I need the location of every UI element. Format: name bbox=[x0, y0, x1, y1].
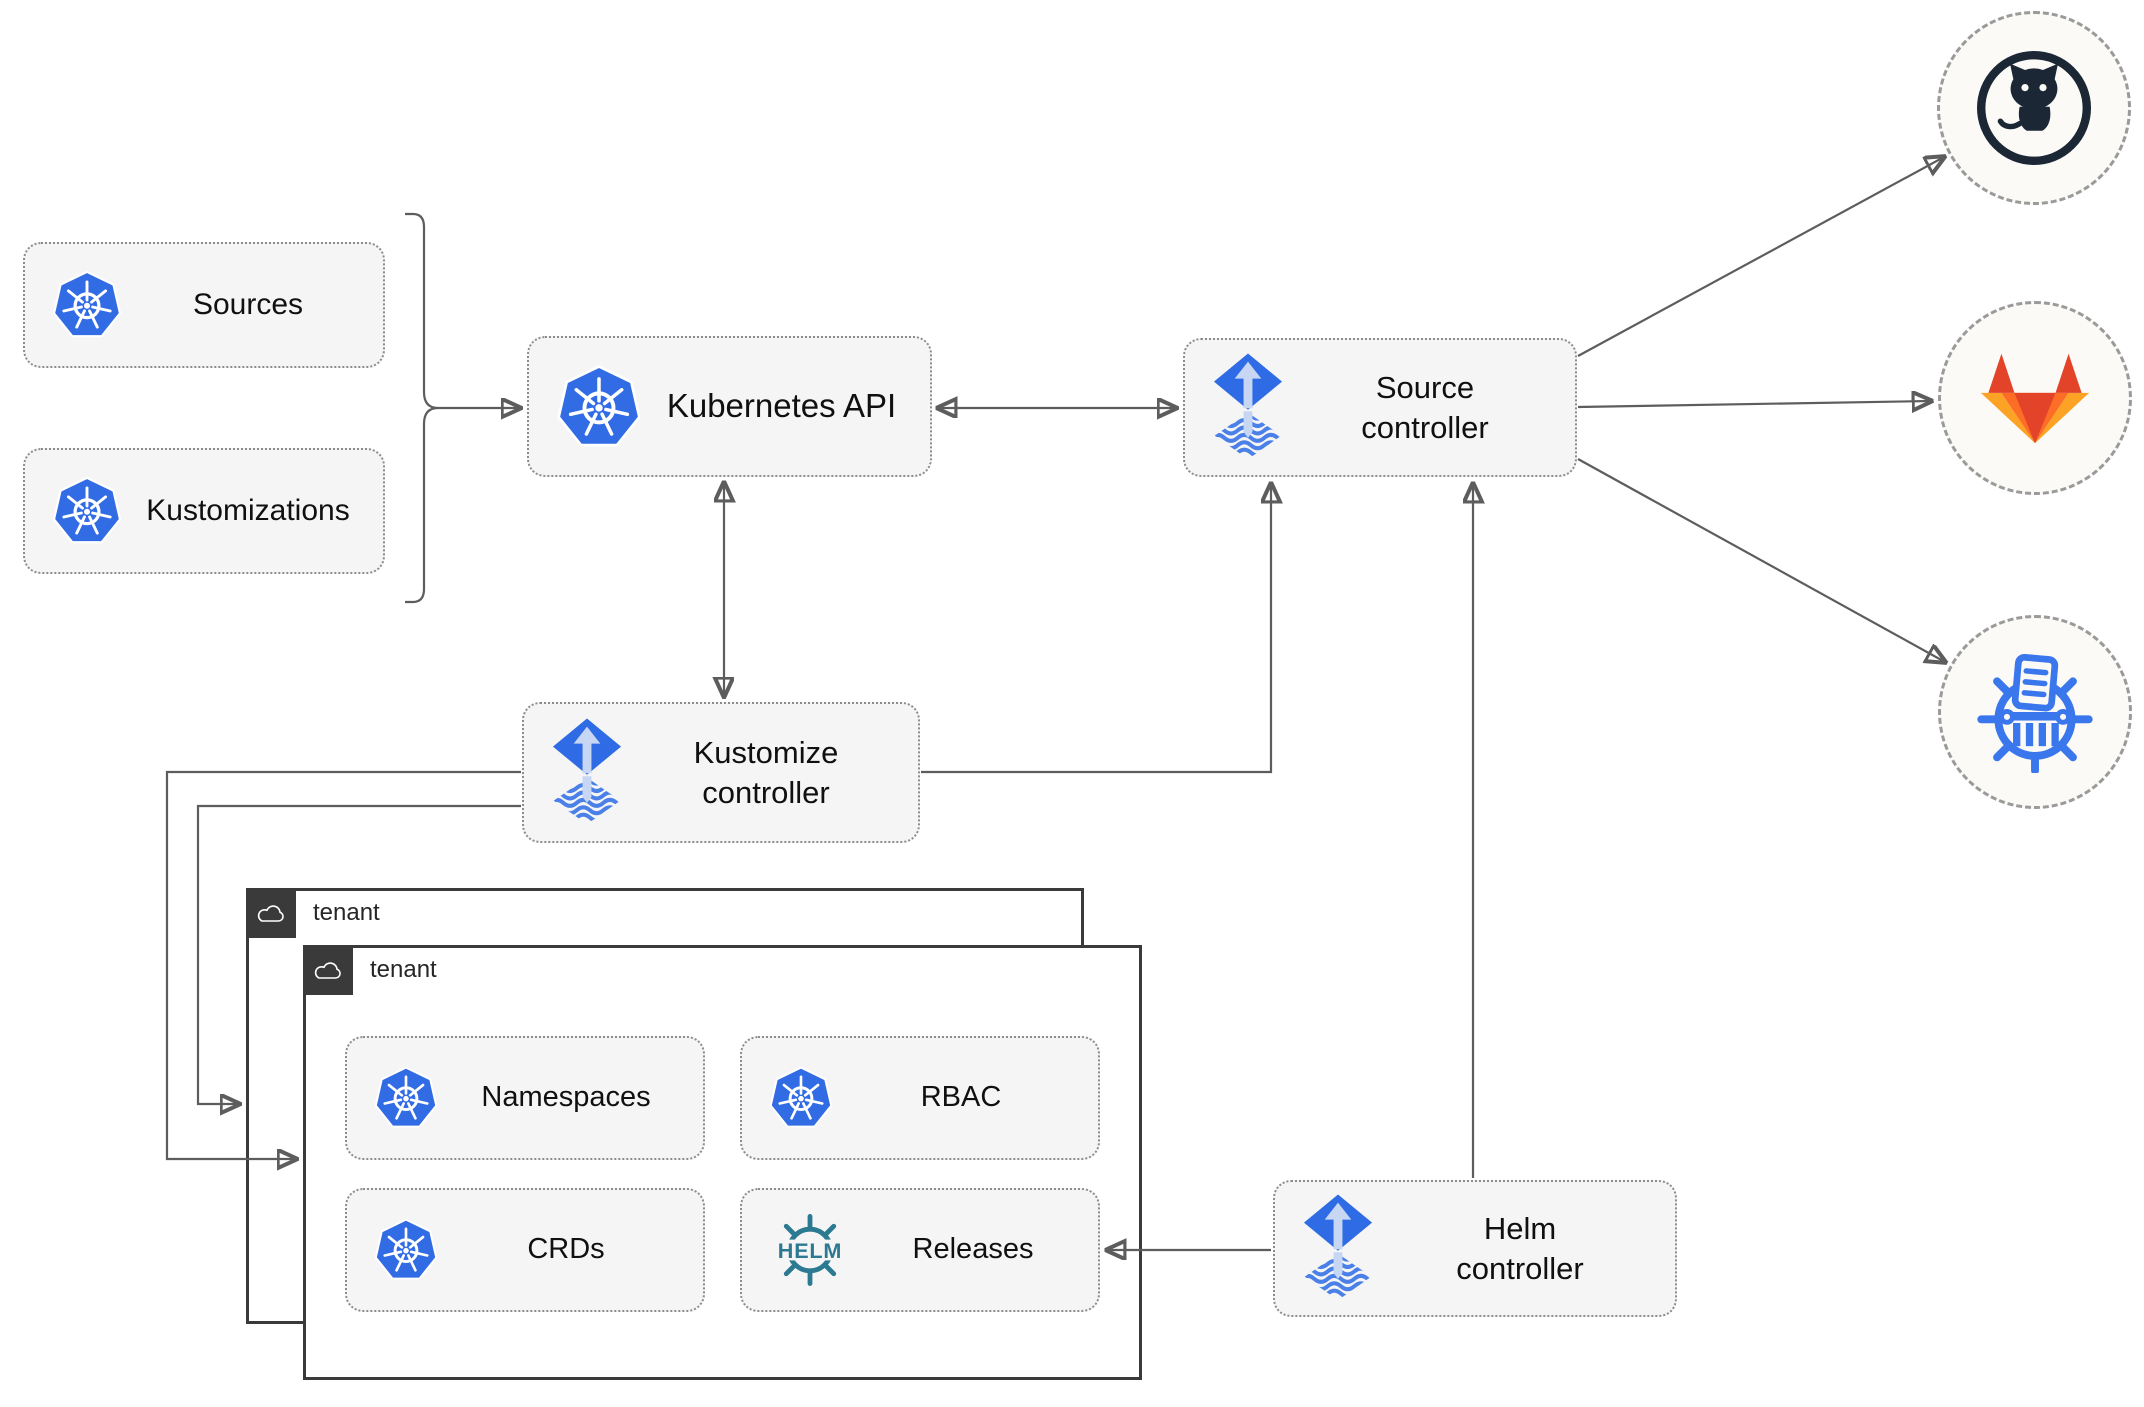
node-label: Source controller bbox=[1285, 368, 1575, 447]
helm-wheel-icon: HELM bbox=[762, 1210, 858, 1290]
node-sources: Sources bbox=[23, 242, 385, 368]
node-releases: HELM Releases bbox=[740, 1188, 1100, 1312]
cloud-icon bbox=[303, 945, 353, 995]
kubernetes-icon bbox=[51, 475, 123, 547]
endpoint-github bbox=[1937, 11, 2131, 205]
chart-repository-icon bbox=[1977, 653, 2093, 773]
node-kubernetes-api: Kubernetes API bbox=[527, 336, 932, 477]
kubernetes-icon bbox=[555, 363, 643, 451]
arrow-source-controller-to-gitlab bbox=[1577, 401, 1931, 407]
node-source-controller: Source controller bbox=[1183, 338, 1577, 477]
brace-sources-kustomizations bbox=[405, 212, 439, 604]
node-kustomizations: Kustomizations bbox=[23, 448, 385, 574]
node-crds: CRDs bbox=[345, 1188, 705, 1312]
kubernetes-icon bbox=[51, 269, 123, 341]
tenant-label: tenant bbox=[313, 899, 380, 926]
kubernetes-icon bbox=[373, 1217, 439, 1283]
flux-icon bbox=[550, 717, 624, 828]
node-label: Releases bbox=[912, 1233, 1034, 1266]
node-label: RBAC bbox=[920, 1081, 1002, 1114]
node-rbac: RBAC bbox=[740, 1036, 1100, 1160]
label-line1: Kustomize bbox=[693, 734, 839, 770]
node-label: Namespaces bbox=[481, 1081, 651, 1114]
label-line2: controller bbox=[1456, 1250, 1584, 1286]
kubernetes-icon bbox=[373, 1065, 439, 1131]
node-kustomize-controller: Kustomize controller bbox=[522, 702, 920, 843]
label-line1: Helm bbox=[1483, 1210, 1557, 1246]
tenant-box-front: tenant bbox=[303, 945, 1142, 1380]
endpoint-chart-repository bbox=[1938, 615, 2132, 809]
node-label: CRDs bbox=[527, 1233, 605, 1266]
node-label: Kustomizations bbox=[146, 493, 350, 527]
arrow-kustomize-controller-to-source-controller bbox=[921, 484, 1271, 774]
flux-icon bbox=[1211, 352, 1285, 463]
node-helm-controller: Helm controller bbox=[1273, 1180, 1677, 1317]
flux-icon bbox=[1301, 1193, 1375, 1304]
node-label: Kubernetes API bbox=[666, 387, 897, 425]
github-icon bbox=[1977, 51, 2091, 165]
node-label: Sources bbox=[192, 287, 304, 321]
label-line2: controller bbox=[1361, 409, 1489, 445]
cloud-icon bbox=[246, 888, 296, 938]
helm-logo-text: HELM bbox=[778, 1238, 842, 1263]
label-line2: controller bbox=[702, 774, 830, 810]
label-line1: Source bbox=[1375, 369, 1475, 405]
gitlab-icon bbox=[1980, 353, 2090, 443]
endpoint-gitlab bbox=[1938, 301, 2132, 495]
node-namespaces: Namespaces bbox=[345, 1036, 705, 1160]
arrow-source-controller-to-chart-repository bbox=[1577, 458, 1945, 662]
node-label: Helm controller bbox=[1375, 1209, 1675, 1288]
tenant-label: tenant bbox=[370, 956, 437, 983]
kubernetes-icon bbox=[768, 1065, 834, 1131]
arrow-source-controller-to-github bbox=[1577, 157, 1944, 357]
node-label: Kustomize controller bbox=[624, 733, 918, 812]
